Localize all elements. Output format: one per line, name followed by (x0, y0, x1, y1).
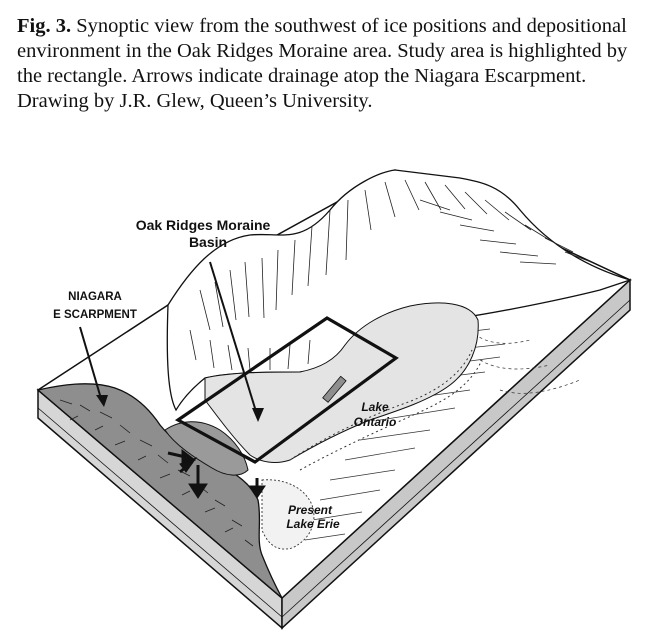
escarpment-label-line1: NIAGARA (68, 291, 122, 303)
basin-pointer (209, 261, 259, 419)
lake-erie-label-line1: Present (288, 503, 333, 517)
escarpment-label-line2: E SCARPMENT (53, 309, 137, 321)
lake-erie-label-line2: Lake Erie (286, 517, 340, 531)
drainage-arrows (167, 448, 266, 499)
basin-label-line1: Oak Ridges Moraine (136, 217, 271, 233)
lake-ontario-label-line2: Ontario (354, 415, 397, 429)
lake-ontario-label-line1: Lake (361, 400, 389, 414)
synoptic-block-diagram: Oak Ridges Moraine Basin NIAGARA E SCARP… (36, 169, 633, 630)
figure-caption: Fig. 3. Synoptic view from the southwest… (17, 14, 657, 114)
figure-label: Fig. 3. (17, 15, 72, 37)
ice-texture (189, 179, 592, 371)
basin-label-line2: Basin (189, 234, 227, 250)
escarpment-pointer (79, 326, 103, 403)
caption-text: Synoptic view from the southwest of ice … (17, 15, 628, 112)
lake-erie (261, 479, 315, 550)
study-area-rectangle (174, 316, 399, 464)
